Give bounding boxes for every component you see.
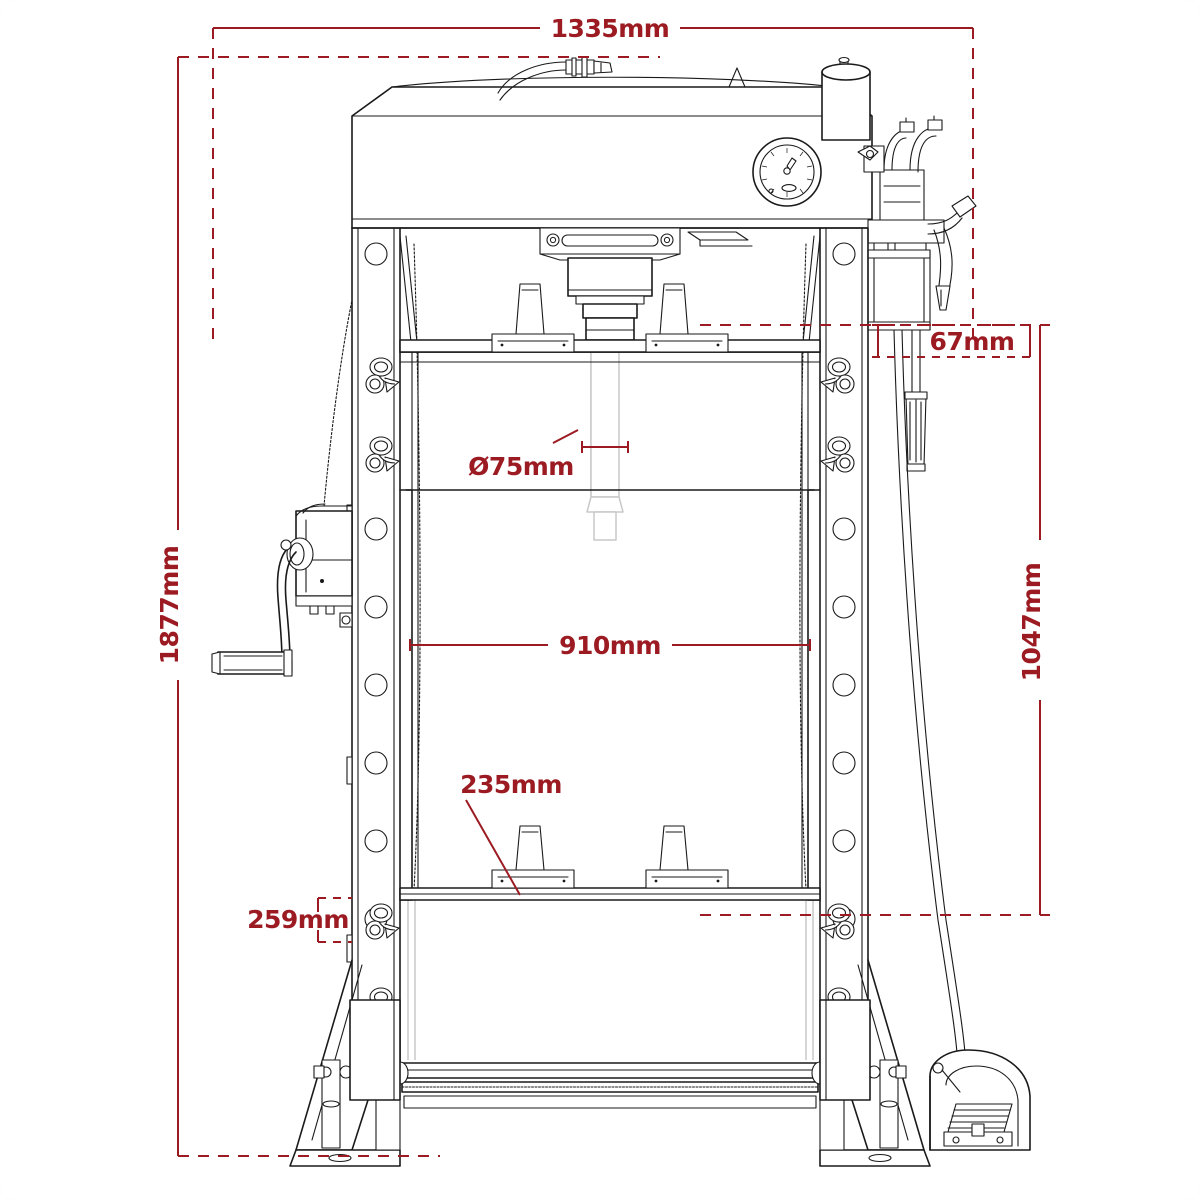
- table-ghost-extension: [407, 900, 814, 1060]
- dimension-pump-offset: 67mm: [872, 324, 1031, 358]
- oil-reservoir-tank: [821, 56, 871, 141]
- safety-clip: [365, 357, 400, 394]
- base-blocks: [349, 999, 871, 1101]
- hydraulic-hose: [893, 329, 967, 1073]
- dimension-label-910: 910mm: [559, 631, 661, 660]
- press-bed-upper: [399, 283, 821, 353]
- frame-inner-rails: [399, 351, 821, 901]
- dimension-label-259: 259mm: [247, 905, 349, 934]
- air-foot-pedal: [929, 1049, 1031, 1151]
- pressure-release-handle: [927, 195, 977, 311]
- hydraulic-ram-cylinder: [539, 227, 753, 341]
- pressure-gauge: [752, 137, 822, 207]
- dimension-ram-diameter: Ø75mm: [468, 429, 629, 481]
- dimension-overall-height: 1877mm: [155, 56, 660, 1157]
- ram-extended-ghost: [586, 329, 624, 541]
- cable-winch-assembly: [211, 299, 353, 677]
- dimension-label-1047: 1047mm: [1017, 563, 1046, 682]
- dimension-base-offset: 259mm: [247, 897, 352, 943]
- pump-lever-handle: [904, 329, 928, 472]
- dimension-overall-width: 1335mm: [212, 14, 974, 345]
- dimension-working-width: 910mm: [409, 631, 811, 660]
- safety-clip: [820, 903, 855, 940]
- lower-cross-beam: [391, 1061, 829, 1109]
- safety-clip: [365, 436, 400, 473]
- safety-clip: [365, 903, 400, 940]
- hydraulic-hose-top: [497, 56, 613, 101]
- hydraulic-pump-assembly: [857, 115, 945, 331]
- safety-clip: [820, 436, 855, 473]
- dimension-label-1335: 1335mm: [551, 14, 670, 43]
- dimension-working-height: 1047mm: [700, 324, 1050, 916]
- dimension-label-75: Ø75mm: [468, 452, 574, 481]
- dimension-label-1877: 1877mm: [155, 546, 184, 665]
- safety-clip: [820, 357, 855, 394]
- dimension-label-235: 235mm: [460, 770, 562, 799]
- dimension-label-67: 67mm: [930, 327, 1015, 356]
- press-bed-table: [399, 825, 821, 901]
- dimension-bed-thickness: 235mm: [460, 770, 562, 896]
